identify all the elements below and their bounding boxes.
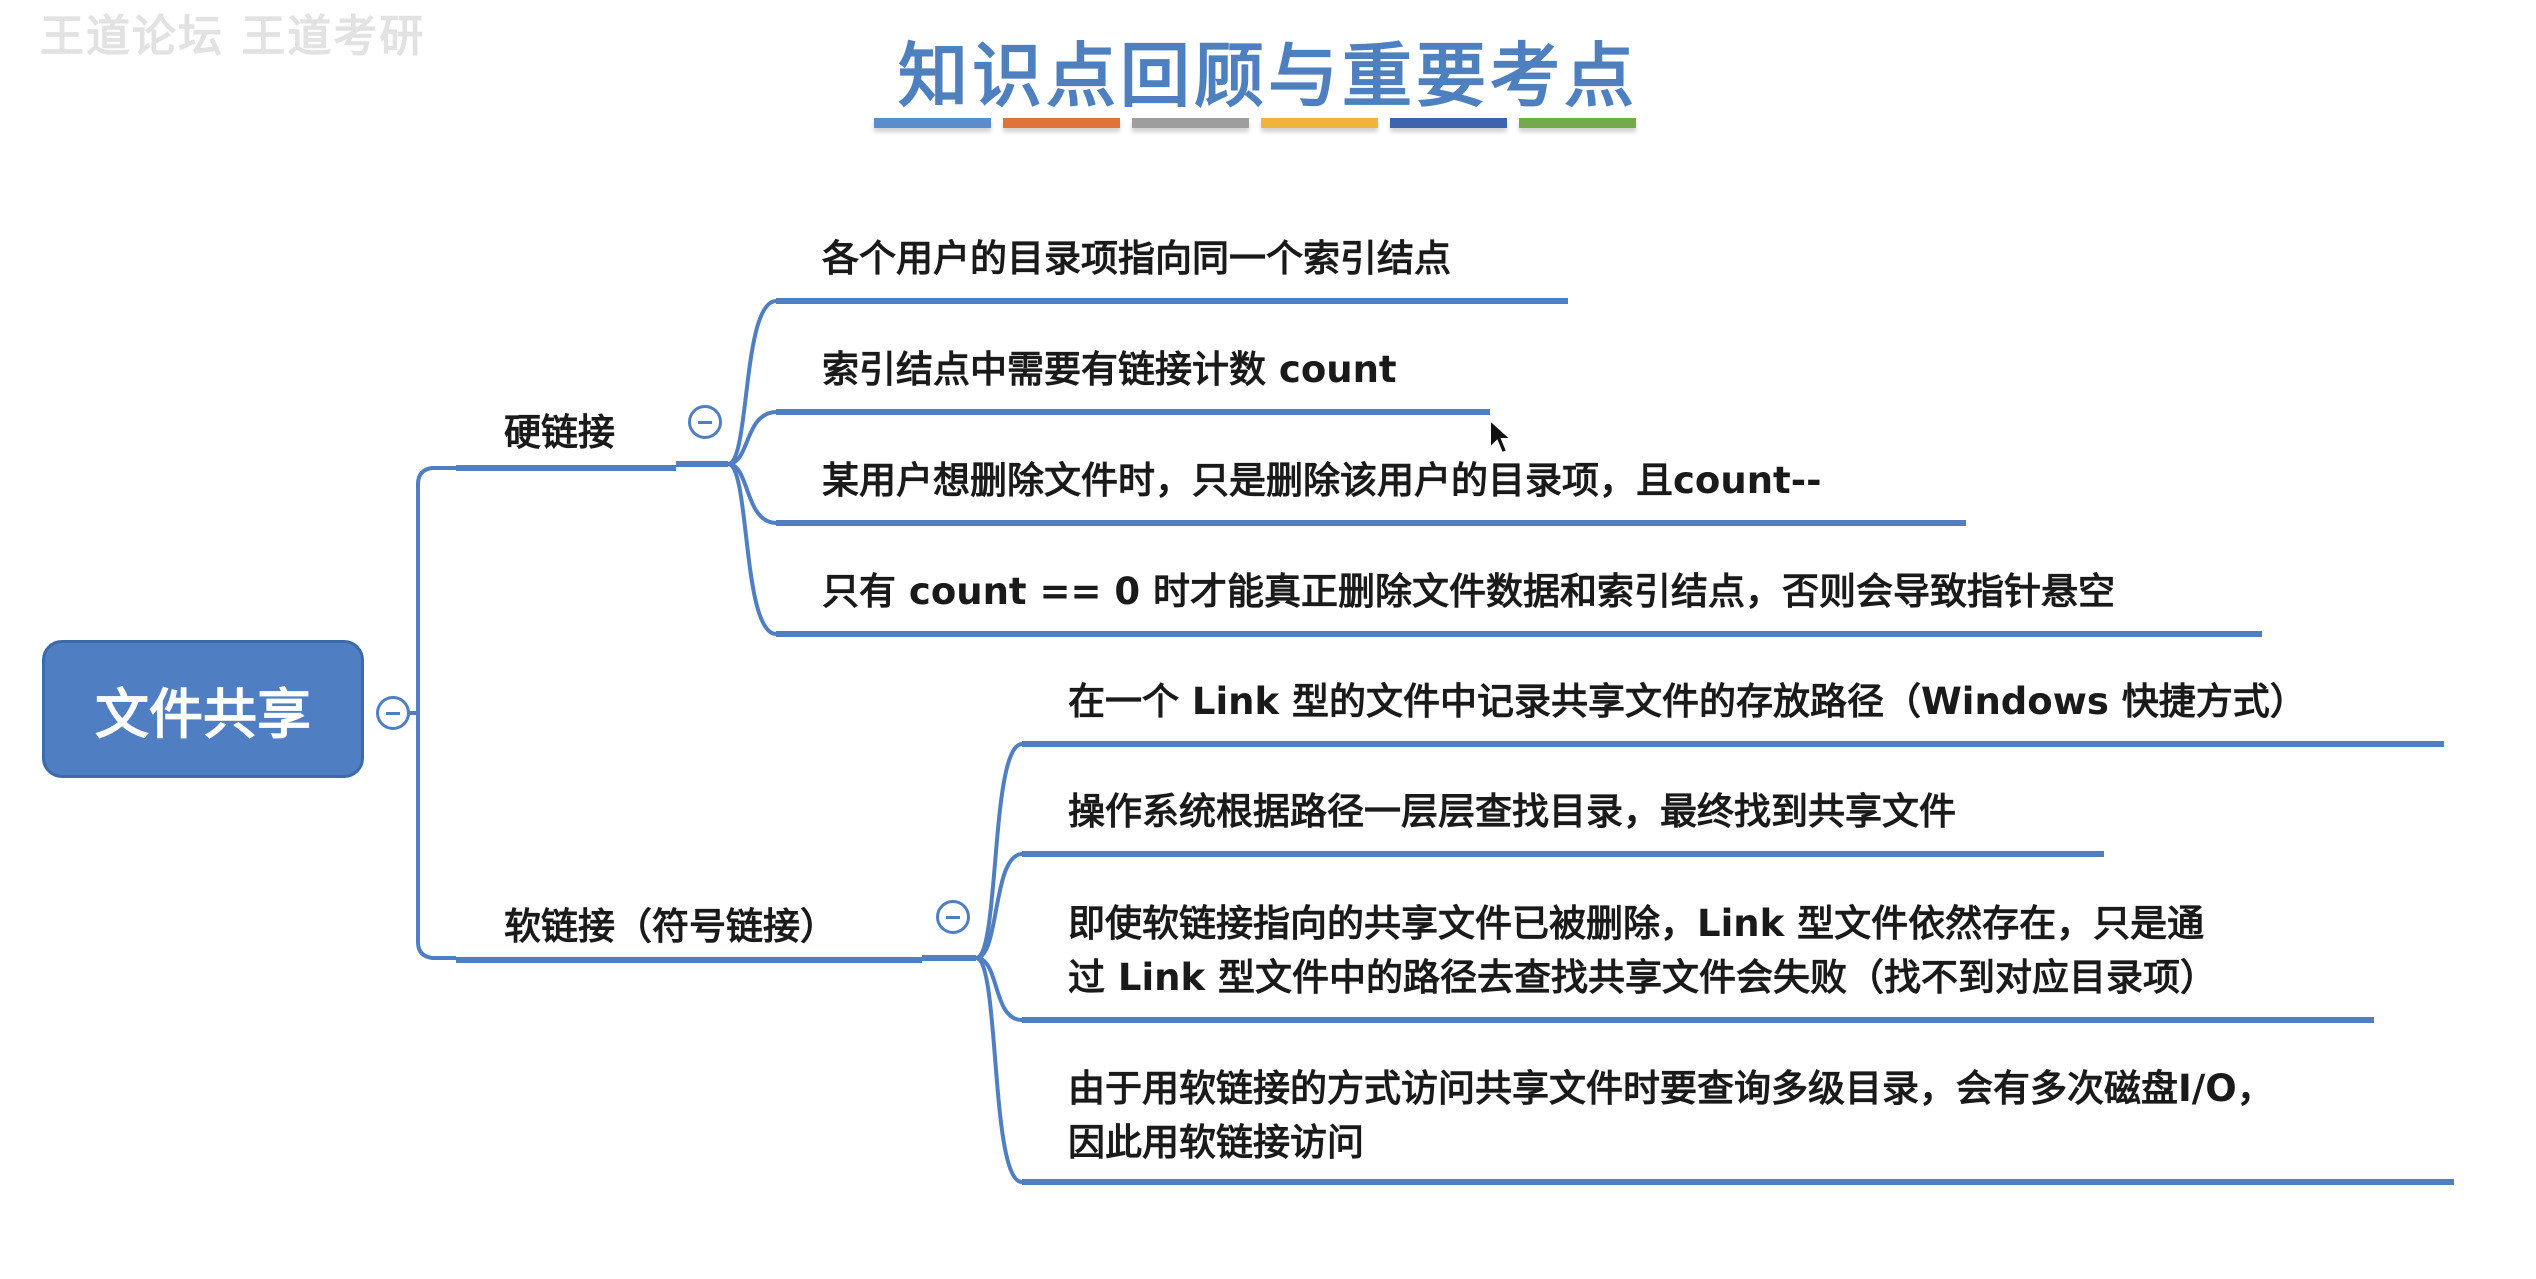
color-swatch — [1261, 118, 1378, 128]
color-swatch — [1390, 118, 1507, 128]
leaf-soft-2[interactable]: 操作系统根据路径一层层查找目录，最终找到共享文件 — [1068, 790, 1956, 833]
color-swatch — [1132, 118, 1249, 128]
watermark: 王道论坛 王道考研 — [40, 11, 426, 62]
leaf-soft-3[interactable]: 即使软链接指向的共享文件已被删除，Link 型文件依然存在，只是通 过 Link… — [1068, 897, 2217, 1005]
branch-label-hard-link[interactable]: 硬链接 — [504, 411, 615, 454]
leaf-hard-2[interactable]: 索引结点中需要有链接计数 count — [822, 348, 1397, 391]
mouse-cursor-icon — [1489, 418, 1514, 455]
leaf-soft-3-line-1: 即使软链接指向的共享文件已被删除，Link 型文件依然存在，只是通 — [1068, 902, 2205, 945]
connector-soft-leaf-3 — [975, 956, 1023, 1022]
connector-soft-leaf-4 — [975, 956, 1023, 1184]
color-swatch-bar — [874, 118, 1636, 128]
leaf-soft-3-line-2: 过 Link 型文件中的路径去查找共享文件会失败（找不到对应目录项） — [1068, 956, 2217, 999]
leaf-soft-4-line-1: 由于用软链接的方式访问共享文件时要查询多级目录，会有多次磁盘I/O， — [1068, 1067, 2274, 1110]
connector-hard-leaf-2 — [727, 410, 777, 466]
color-swatch — [1519, 118, 1636, 128]
color-swatch — [1003, 118, 1120, 128]
connector-root-soft — [390, 711, 456, 960]
leaf-hard-4[interactable]: 只有 count == 0 时才能真正删除文件数据和索引结点，否则会导致指针悬空 — [822, 570, 2115, 613]
connector-hard-leaf-4 — [727, 462, 777, 636]
branch-label-soft-link[interactable]: 软链接（符号链接） — [504, 905, 837, 948]
leaf-hard-1[interactable]: 各个用户的目录项指向同一个索引结点 — [822, 237, 1451, 280]
leaf-hard-3[interactable]: 某用户想删除文件时，只是删除该用户的目录项，且count-- — [822, 459, 1822, 502]
leaf-soft-1[interactable]: 在一个 Link 型的文件中记录共享文件的存放路径（Windows 快捷方式） — [1068, 680, 2307, 723]
root-node[interactable]: 文件共享 — [42, 640, 364, 778]
collapse-toggle-hard-link[interactable] — [688, 405, 722, 439]
connector-soft-leaf-2 — [975, 852, 1023, 960]
leaf-soft-4[interactable]: 由于用软链接的方式访问共享文件时要查询多级目录，会有多次磁盘I/O， 因此用软链… — [1068, 1062, 2274, 1170]
collapse-toggle-root[interactable] — [376, 696, 410, 730]
leaf-soft-4-line-2: 因此用软链接访问 — [1068, 1121, 1364, 1164]
color-swatch — [874, 118, 991, 128]
page-title: 知识点回顾与重要考点 — [898, 34, 1638, 117]
connector-hard-leaf-1 — [727, 299, 777, 466]
connector-soft-leaf-1 — [975, 742, 1023, 960]
collapse-toggle-soft-link[interactable] — [936, 900, 970, 934]
connector-root-hard — [390, 466, 456, 715]
